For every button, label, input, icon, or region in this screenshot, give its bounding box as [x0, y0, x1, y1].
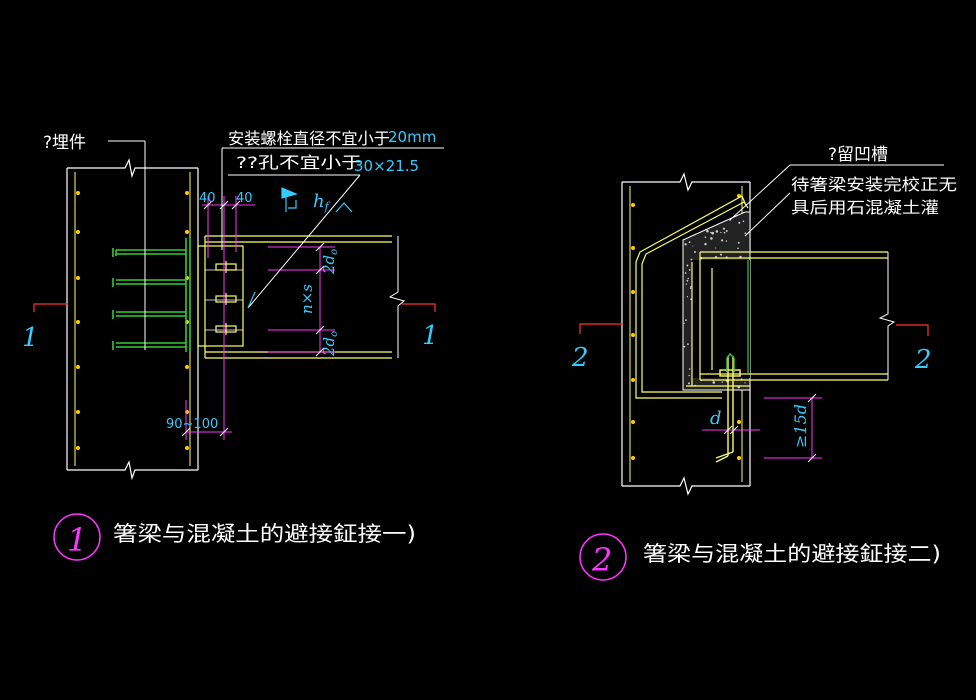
- grout-speckle-dot: [710, 231, 712, 234]
- grout-speckle-dot: [715, 230, 719, 233]
- grout-speckle-dot: [685, 283, 687, 285]
- grout-speckle-dot: [738, 221, 741, 224]
- grout-speckle-dot: [683, 322, 685, 324]
- detail1-section-mark-right: 1: [422, 321, 439, 351]
- detail1-weld-symbol: hf: [313, 191, 331, 213]
- detail1-bolt-note: 安装螺栓直径不宜小于: [228, 129, 390, 148]
- grout-speckle-dot: [694, 251, 696, 253]
- detail1-dim-ticks: [181, 200, 325, 437]
- grout-speckle-dot: [687, 277, 689, 280]
- grout-speckle-dot: [686, 343, 689, 346]
- detail1-leaders: [108, 140, 444, 350]
- grout-speckle-dot: [737, 241, 740, 244]
- grout-speckle-dot: [744, 382, 746, 384]
- detail2-leaders: [729, 164, 944, 237]
- grout-speckle-dot: [704, 236, 707, 238]
- grout-speckle-dot: [690, 258, 693, 261]
- detail1-embedded-anchors: [112, 238, 191, 352]
- grout-speckle-dot: [688, 241, 690, 244]
- detail1-column-outline: [66, 158, 199, 481]
- detail1-rebar-dots: [76, 191, 189, 450]
- detail2-section-mark-right: 2: [914, 345, 932, 375]
- grout-speckle-dot: [742, 220, 745, 223]
- detail1-bolt-note-value: 20mm: [388, 128, 436, 146]
- detail1-caption: 箸梁与混凝土的避接鉦接一): [113, 522, 416, 546]
- detail1-dim-90-100: 90~100: [166, 417, 218, 432]
- grout-speckle-dot: [688, 269, 691, 271]
- detail2-caption: 箸梁与混凝土的避接鉦接二): [643, 542, 941, 566]
- grout-speckle-dot: [721, 381, 723, 383]
- grout-speckle-dot: [722, 227, 726, 230]
- detail1-hole-note: ??孔不宜小于: [236, 153, 362, 172]
- detail1-embedded-part-label: ?埋件: [43, 133, 86, 153]
- grout-speckle-dot: [704, 242, 707, 246]
- grout-speckle-dot: [710, 237, 713, 240]
- detail2-section-marks: [579, 323, 929, 336]
- grout-speckle-dot: [720, 231, 722, 234]
- grout-speckle-dot: [725, 240, 728, 242]
- grout-speckle-dot: [686, 296, 689, 298]
- grout-speckle-dot: [683, 345, 686, 348]
- detail2-beam-break: [878, 252, 896, 380]
- detail2-groove-label: ?留凹槽: [828, 145, 888, 165]
- grout-speckle-dot: [692, 245, 694, 247]
- detail2-bent-rebar: [635, 195, 749, 399]
- detail1-dim-nxs: n×s: [298, 284, 316, 314]
- detail1-dim-2d0-bottom: 2do: [320, 331, 340, 357]
- detail2-anchor-bolt: [715, 356, 741, 463]
- detail1-dim-40-left: 40: [199, 191, 216, 206]
- detail2-grout-note-line2: 具后用石混凝土灌: [791, 198, 939, 217]
- detail1-section-marks: [33, 303, 436, 312]
- grout-speckle-dot: [690, 286, 692, 288]
- grout-speckle-dot: [725, 230, 728, 232]
- grout-speckle-dot: [715, 247, 717, 249]
- grout-speckle-dot: [687, 382, 690, 385]
- grout-speckle-dot: [685, 319, 687, 321]
- detail2-circle-number: 2: [591, 541, 612, 579]
- grout-speckle-dot: [706, 229, 709, 233]
- detail1-dim-2d0-top: 2do: [320, 249, 340, 275]
- detail1-hole-note-value: 30×21.5: [354, 157, 419, 175]
- grout-speckle-dot: [686, 264, 689, 267]
- detail1-dim-40-right: 40: [236, 191, 253, 206]
- grout-speckle-dot: [711, 231, 715, 235]
- detail2-caption-circle: [579, 533, 627, 581]
- detail-1: ?埋件 安装螺栓直径不宜小于 20mm ??孔不宜小于 30×21.5 40 4…: [22, 128, 444, 561]
- grout-speckle-dot: [689, 287, 692, 289]
- grout-speckle-dot: [688, 368, 691, 370]
- grout-speckle-dot: [712, 381, 716, 384]
- detail2-dim-ticks: [723, 393, 817, 463]
- detail2-dim-d: d: [710, 408, 722, 429]
- detail2-dim-15d: ≥15d: [791, 404, 810, 448]
- grout-speckle-dot: [737, 247, 739, 250]
- detail2-bolt-head: [726, 352, 735, 372]
- grout-speckle-dot: [684, 272, 687, 274]
- grout-speckle-dot: [744, 232, 747, 235]
- detail1-beam-break: [388, 236, 406, 358]
- detail1-caption-circle: [53, 513, 101, 561]
- grout-speckle-dot: [720, 239, 724, 242]
- detail2-steel-beam: [686, 251, 888, 387]
- detail1-section-mark-left: 1: [22, 323, 39, 353]
- grout-speckle-dot: [684, 243, 687, 246]
- detail1-dim-lines: [185, 196, 335, 440]
- grout-speckle-dot: [719, 253, 723, 256]
- detail2-grout-fill: [682, 211, 751, 391]
- grout-speckle-dot: [688, 374, 690, 377]
- grout-speckle-dot: [686, 279, 689, 282]
- grout-speckle-dot: [723, 231, 726, 234]
- detail1-circle-number: 1: [67, 521, 87, 559]
- detail1-bolts: [215, 261, 237, 335]
- detail2-grout-note-line1: 待箸梁安装完校正无: [791, 175, 957, 194]
- detail-2: ?留凹槽 待箸梁安装完校正无 具后用石混凝土灌 d ≥15d 2 2 2 箸梁与…: [571, 145, 957, 581]
- weld-arrow-icon: [247, 187, 353, 309]
- detail2-section-mark-left: 2: [571, 343, 589, 373]
